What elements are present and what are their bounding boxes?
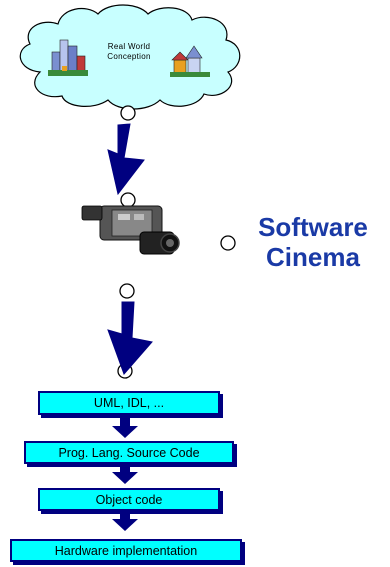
connector-circle [220,235,236,251]
down-arrows [112,418,138,531]
curved-arrow-icon [107,123,145,196]
pipeline-box-source-code: Prog. Lang. Source Code [24,441,234,464]
software-cinema-title: Software Cinema [238,212,388,272]
down-arrow-icon [112,418,138,438]
connector-circle [119,283,135,299]
city-icon [48,39,88,76]
down-arrow-icon [112,465,138,484]
cloud-label: Real World Conception [92,42,166,62]
pipeline-box-hardware: Hardware implementation [10,539,242,562]
down-arrow-icon [112,512,138,531]
town-icon [170,45,210,77]
cloud-label-line1: Real World [107,42,151,51]
connector-circle [120,192,136,208]
title-line1: Software [258,212,368,242]
cloud-label-line2: Conception [107,52,151,61]
title-line2: Cinema [266,242,360,272]
curved-arrow-icon [107,301,153,375]
pipeline-box-object-code: Object code [38,488,220,511]
video-camera-icon [81,205,180,255]
cloud-shape [19,4,241,110]
pipeline-box-uml: UML, IDL, ... [38,391,220,415]
connector-circle [120,105,136,121]
